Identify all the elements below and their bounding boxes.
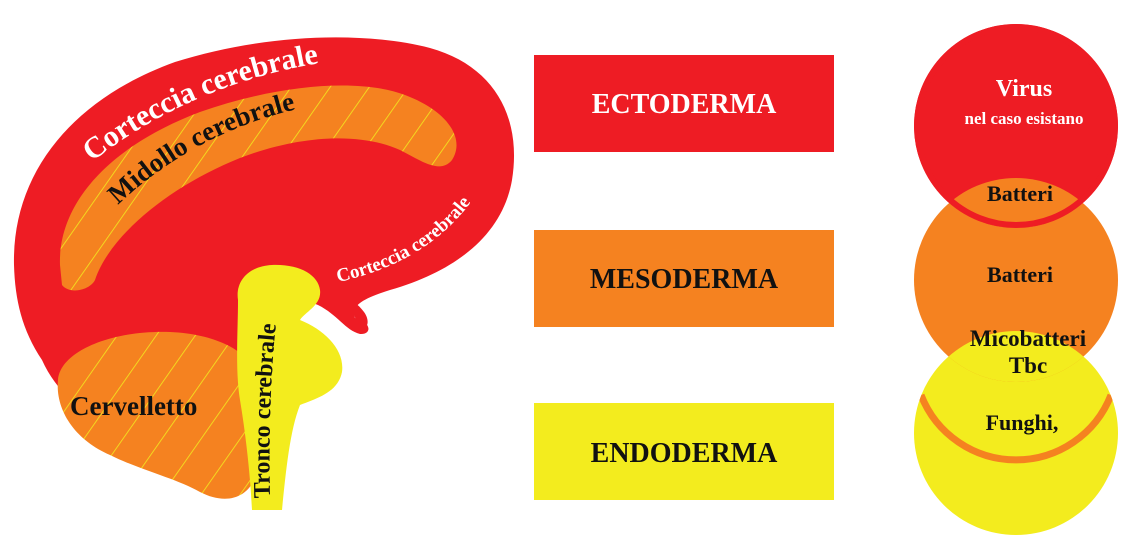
mesoderm-box bbox=[534, 230, 834, 327]
virus-label: Virus bbox=[996, 76, 1052, 102]
mesoderm-label: MESODERMA bbox=[590, 264, 779, 295]
microorganism-circles: Virus nel caso esistano Batteri Batteri … bbox=[914, 24, 1118, 535]
bacteria-label: Batteri bbox=[987, 262, 1053, 287]
middle-circle bbox=[914, 178, 1118, 382]
endoderm-box bbox=[534, 403, 834, 500]
fungi-label: Funghi, bbox=[986, 410, 1059, 435]
virus-sublabel: nel caso esistano bbox=[965, 109, 1084, 128]
brainstem-shape bbox=[237, 264, 343, 510]
ectoderm-label: ECTODERMA bbox=[592, 89, 777, 120]
layer-boxes: ECTODERMA MESODERMA ENDODERMA bbox=[534, 55, 834, 500]
top-overlap-outline bbox=[914, 24, 1118, 228]
medulla-band bbox=[59, 85, 457, 291]
tbc-label: Tbc bbox=[1009, 353, 1047, 378]
mycobacteria-label: Micobatteri bbox=[970, 326, 1087, 351]
bottom-overlap-border bbox=[917, 393, 1115, 464]
cerebellum-label: Cervelletto bbox=[70, 391, 197, 421]
brain-illustration: Corteccia cerebrale Midollo cerebrale Co… bbox=[13, 37, 515, 510]
cortex-tip bbox=[348, 300, 368, 327]
cerebellum-shape bbox=[57, 331, 258, 499]
ectoderm-box bbox=[534, 55, 834, 152]
bottom-circle bbox=[914, 331, 1118, 535]
bacteria-overlap-label: Batteri bbox=[987, 181, 1053, 206]
endoderm-label: ENDODERMA bbox=[591, 438, 778, 469]
top-circle bbox=[914, 24, 1118, 228]
